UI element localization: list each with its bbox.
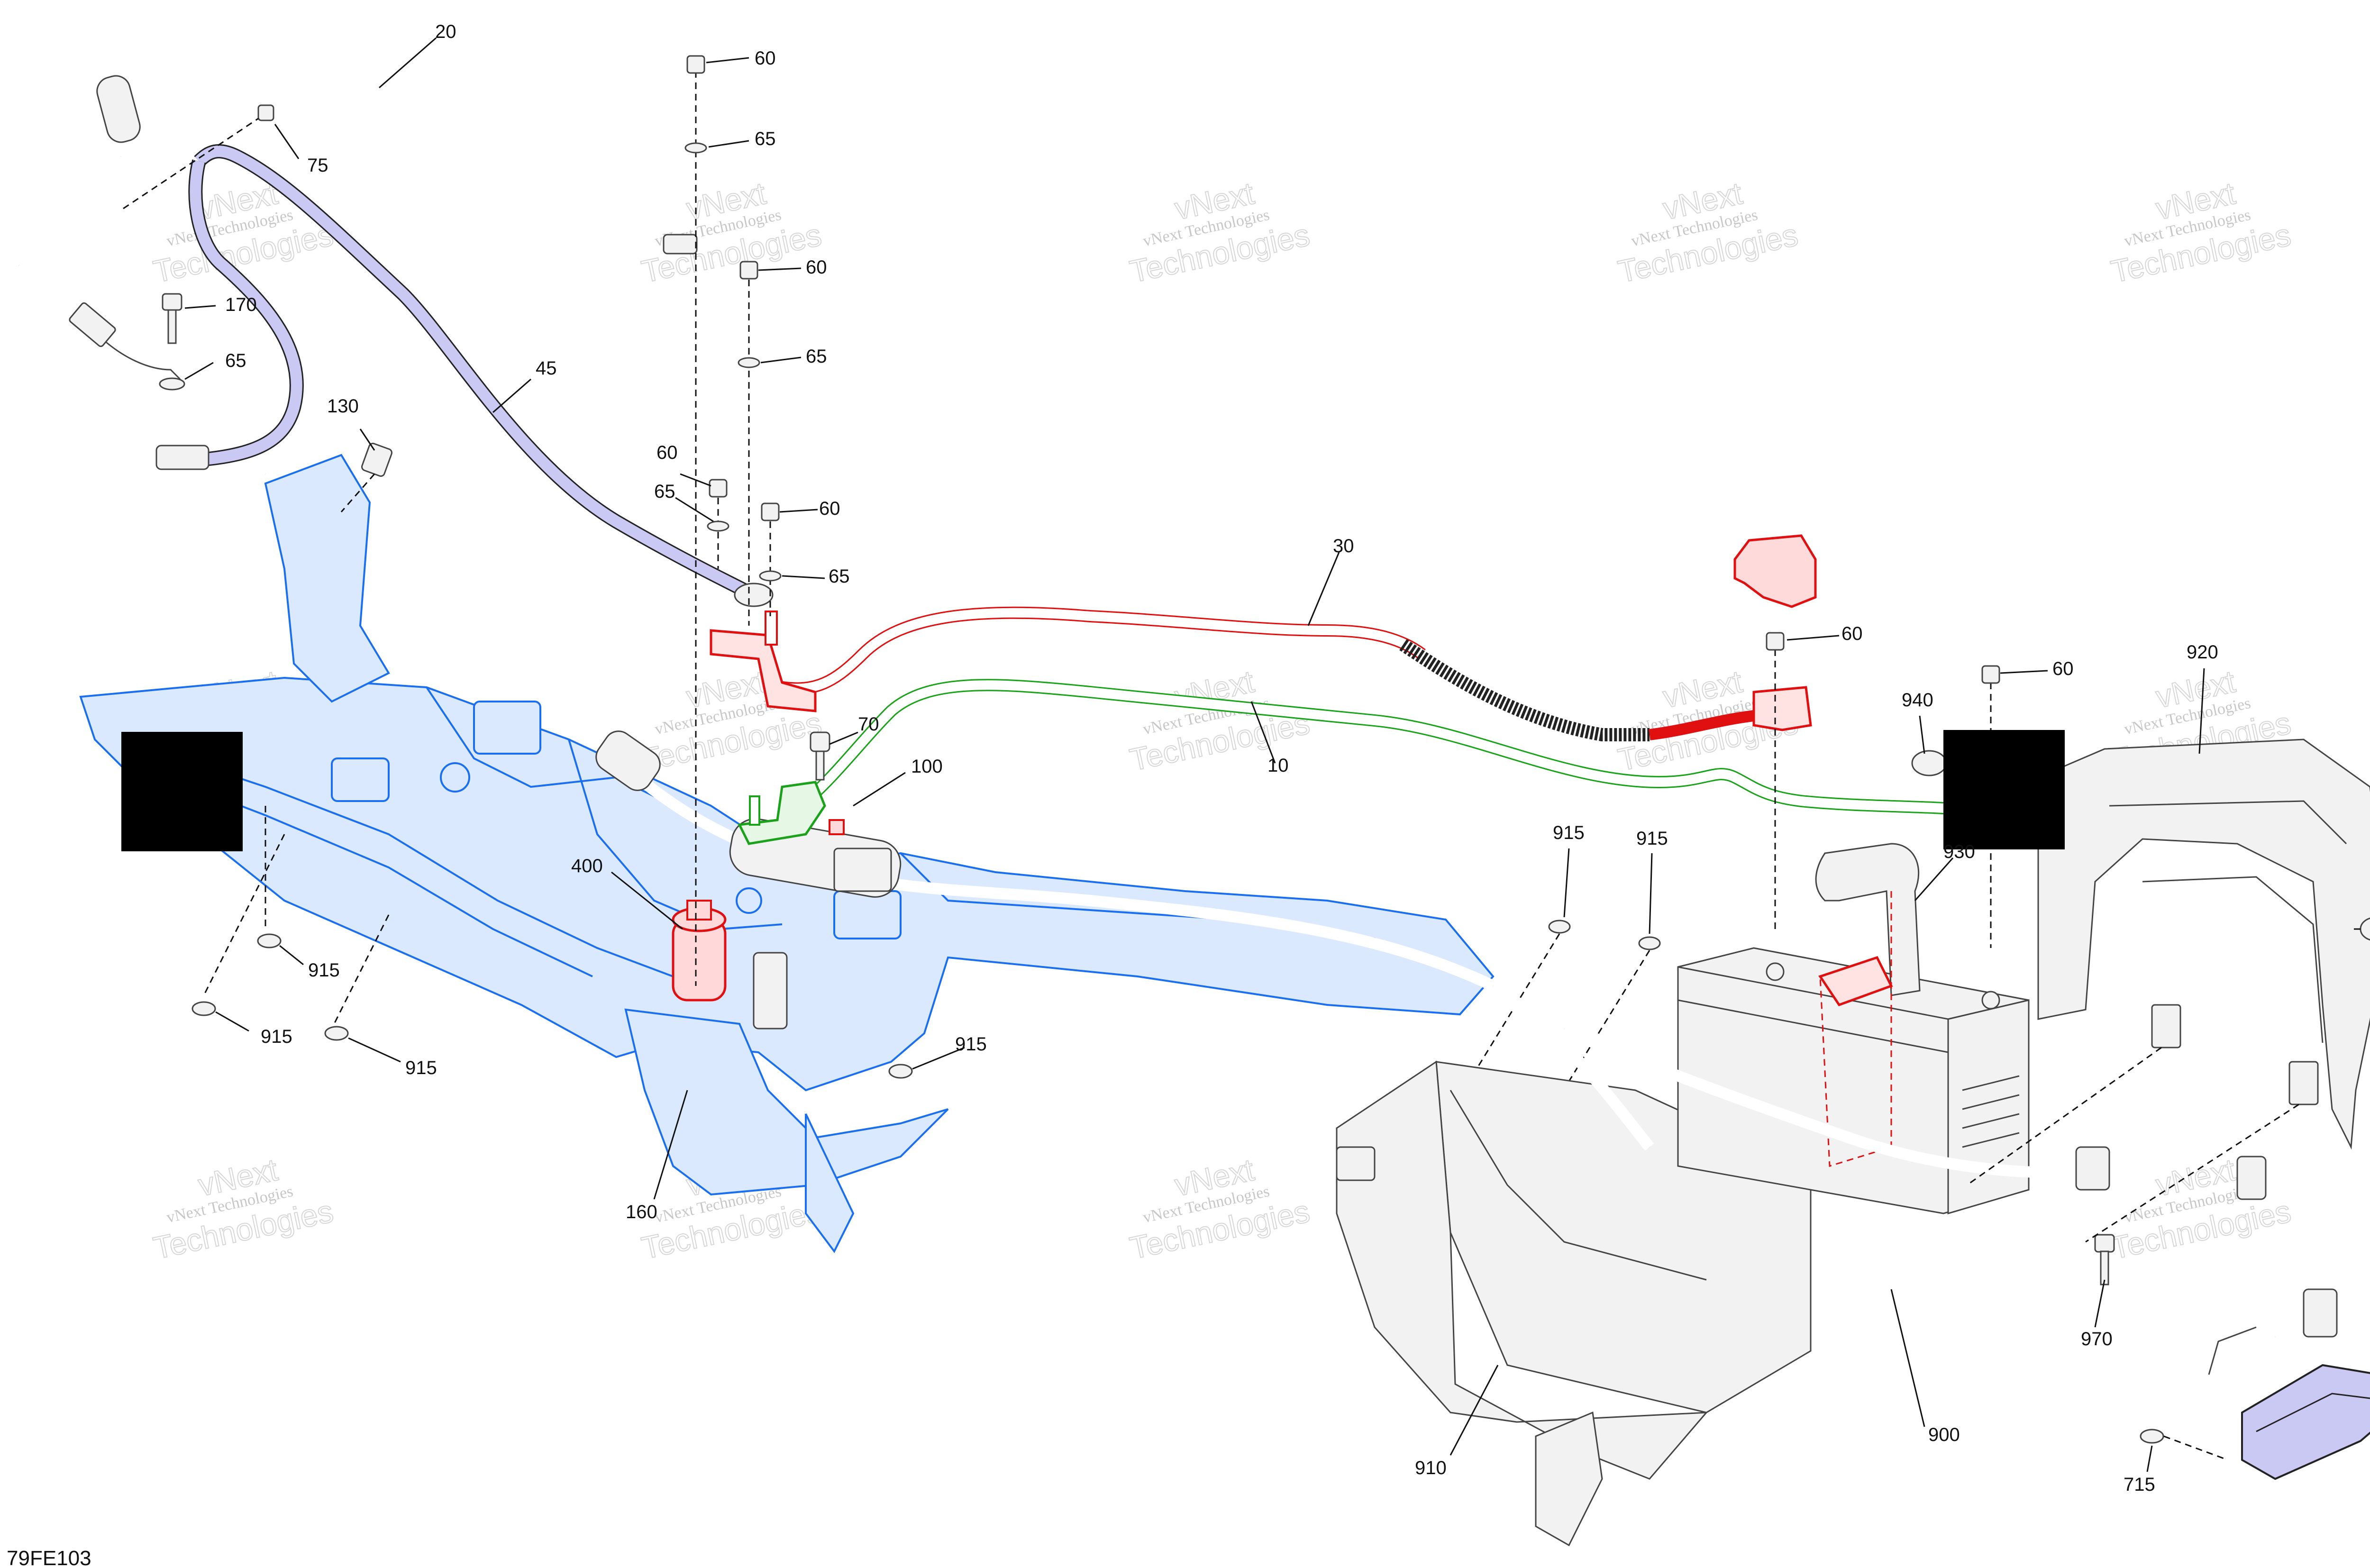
- fuse-box-icon: [833, 848, 892, 892]
- connector-icon: [69, 302, 116, 347]
- callout-label: 20: [435, 21, 456, 42]
- rivet-icon: [257, 933, 282, 948]
- callout-label: 130: [327, 396, 359, 417]
- nut-icon: [739, 261, 758, 280]
- callout-label: 65: [654, 481, 675, 502]
- nut-icon: [761, 502, 780, 521]
- callout-label: 400: [571, 856, 603, 876]
- callout-label: 170: [225, 294, 257, 315]
- callout-label: 10: [1267, 755, 1289, 776]
- redacted-box-icon: [1943, 730, 2065, 849]
- callout-label: 910: [1415, 1458, 1447, 1478]
- rivet-icon: [191, 1001, 216, 1016]
- terminal-cap-icon: [1733, 534, 1817, 608]
- cable-45: [155, 144, 774, 607]
- nut-icon: [1766, 632, 1785, 651]
- cable-30: [710, 534, 1817, 835]
- callout-label: 65: [829, 566, 850, 587]
- callout-label: 60: [819, 498, 840, 519]
- callout-label: 70: [858, 714, 879, 735]
- cable-10: [738, 679, 2020, 845]
- rivet-icon: [324, 1026, 349, 1041]
- callout-label: 930: [1943, 841, 1975, 862]
- bolt-icon: [162, 293, 182, 311]
- fasteners: [123, 55, 2000, 986]
- watermark: vNext vNext Technologies Technologies: [1126, 1151, 1313, 1266]
- nut-icon: [709, 479, 728, 498]
- rivet-icon: [888, 1064, 913, 1079]
- nut-icon: [257, 104, 274, 121]
- harness-right: [1490, 981, 2361, 1461]
- battery-strap-930: [1815, 843, 1921, 1167]
- bolt-icon: [810, 731, 830, 752]
- redacted-box-icon: [121, 732, 243, 851]
- watermark: vNext vNext Technologies Technologies: [2107, 175, 2294, 290]
- bolt-icon: [2094, 1234, 2115, 1253]
- watermark: vNext vNext Technologies Technologies: [150, 1151, 337, 1266]
- watermark: vNext vNext Technologies Technologies: [638, 175, 825, 290]
- connector-icon: [96, 75, 141, 143]
- callout-label: 65: [806, 346, 827, 367]
- clip-icon: [1911, 750, 1947, 776]
- nut-icon: [686, 55, 705, 74]
- callout-label: 45: [536, 358, 557, 379]
- harness-upper-left: [15, 261, 267, 480]
- cable-20: [96, 5, 702, 260]
- callout-label: 900: [1928, 1424, 1960, 1445]
- callout-label: 915: [308, 960, 340, 981]
- figure-id: 79FE103: [7, 1547, 91, 1568]
- washer-icon: [759, 570, 782, 582]
- callout-label: 65: [225, 350, 246, 371]
- push-rivets-915: [191, 806, 1661, 1105]
- washer-icon: [684, 142, 707, 154]
- nut-icon: [1981, 665, 2000, 684]
- callout-label: 160: [626, 1202, 657, 1222]
- callout-label: 75: [307, 155, 328, 176]
- washer-icon: [738, 357, 760, 368]
- washer-icon: [159, 377, 185, 391]
- callout-label: 60: [656, 442, 678, 463]
- callout-label: 970: [2081, 1329, 2113, 1349]
- solenoid-400: [672, 900, 727, 1002]
- watermark: vNext vNext Technologies Technologies: [1126, 175, 1313, 290]
- callout-label: 915: [261, 1026, 292, 1047]
- callout-label: 60: [1841, 623, 1863, 644]
- callout-label: 60: [755, 48, 776, 69]
- callout-label: 920: [2187, 642, 2218, 663]
- callout-label: 915: [1553, 822, 1585, 843]
- leader-lines: [184, 37, 2205, 1472]
- chassis-frame: [79, 454, 1495, 1253]
- module-710: [2241, 1364, 2370, 1480]
- harness-center: [595, 730, 1653, 1067]
- clip-icon: [361, 443, 392, 477]
- callout-label: 30: [1333, 536, 1354, 556]
- callout-label: 940: [1902, 690, 1933, 711]
- callout-label: 60: [806, 257, 827, 278]
- cover-920: [1911, 738, 2370, 1243]
- callout-label: 915: [405, 1057, 437, 1078]
- callout-label: 65: [755, 128, 776, 149]
- washer-icon: [707, 520, 729, 532]
- callout-label: 915: [955, 1034, 987, 1055]
- callout-label: 715: [2124, 1474, 2155, 1495]
- connector-icon: [663, 234, 698, 255]
- callout-label: 915: [1636, 828, 1668, 849]
- washer-icon: [2140, 1429, 2164, 1444]
- rivet-icon: [1638, 936, 1661, 950]
- callouts: 20 75 170 65 130 45 60 65 60 65 60 65 60…: [225, 21, 2218, 1495]
- rivet-icon: [1548, 920, 1571, 934]
- callout-label: 60: [2052, 658, 2074, 679]
- callout-label: 100: [911, 756, 943, 777]
- watermark: vNext vNext Technologies Technologies: [1614, 175, 1801, 290]
